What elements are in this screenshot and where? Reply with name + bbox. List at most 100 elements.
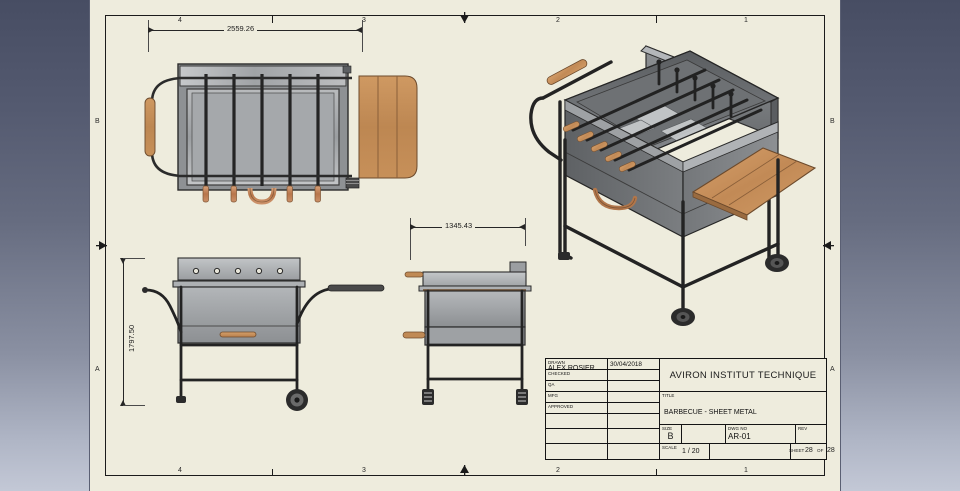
spit-rods: [571, 68, 763, 172]
tb-title-cell: TITLE BARBECUE - SHEET METAL: [660, 392, 826, 425]
tb-label-approved: APPROVED: [548, 404, 574, 409]
tb-row-approved-label: APPROVED: [546, 403, 608, 414]
se-body-upper: [424, 290, 526, 328]
foot-left: [558, 252, 570, 260]
zone-label-top-3: 3: [362, 17, 367, 24]
tb-value-dwg-no: AR-01: [728, 432, 751, 441]
center-mark-right-icon: [823, 241, 834, 250]
drawing-sheet[interactable]: 4 3 2 1 4 3 2 1 B A B A: [90, 0, 840, 491]
frame-rails: [178, 76, 352, 178]
tb-value-size: B: [667, 431, 674, 441]
latch-tab: [342, 65, 352, 74]
zone-label-right-B: B: [830, 118, 835, 125]
fe-drawer-handle: [219, 331, 257, 338]
center-mark-left-icon: [96, 241, 107, 250]
tb-label-title: TITLE: [662, 393, 675, 398]
tb-label-size: SIZE: [662, 426, 673, 431]
tb-value-scale: 1 / 20: [682, 448, 700, 455]
zone-label-bottom-3: 3: [362, 467, 367, 474]
fe-push-handle: [144, 288, 183, 334]
wood-side-shelf: [691, 147, 817, 221]
fe-skewer-holes: [192, 267, 284, 275]
spit-post-knobs: [656, 59, 734, 97]
se-top-rail: [422, 271, 527, 287]
center-mark-top-icon: [460, 12, 469, 23]
wheel-rear: [765, 254, 789, 272]
se-drawer-handle: [402, 331, 426, 339]
tb-row-approved-date: [608, 403, 660, 414]
tb-label-sheet: SHEET: [789, 448, 805, 453]
zone-label-top-2: 2: [556, 17, 561, 24]
zone-label-bottom-2: 2: [556, 467, 561, 474]
dimension-overall-height-text: 1797.50: [127, 321, 136, 355]
tb-row-blank-1-value: [608, 414, 660, 429]
tb-label-scale: SCALE: [662, 445, 677, 450]
skewer-rods: [204, 74, 320, 186]
tb-row-blank-1-label: [546, 414, 608, 429]
tb-value-title: BARBECUE - SHEET METAL: [664, 409, 757, 416]
tb-row-checked-label: CHECKED: [546, 370, 608, 381]
tb-company-cell: AVIRON INSTITUT TECHNIQUE: [660, 359, 826, 392]
tb-label-drawn: DRAWN: [548, 360, 565, 365]
tb-label-rev: REV: [798, 426, 808, 431]
push-handle: [529, 60, 613, 162]
spit-wood-handles: [563, 121, 636, 172]
tb-company-name: AVIRON INSTITUT TECHNIQUE: [669, 370, 817, 381]
zone-tick-bottom-1: [272, 469, 273, 476]
fe-shelf-bar: [327, 284, 385, 292]
wheel-front: [671, 308, 695, 326]
fe-legs: [179, 285, 299, 402]
top-plan-view[interactable]: [140, 52, 430, 205]
tb-row-drawn-label: DRAWN ALEX ROSIER: [546, 359, 608, 372]
tb-row-qa-label: QA: [546, 381, 608, 392]
push-handle-grip: [546, 59, 588, 85]
tb-dwgno-cell: DWG NO AR-01: [726, 425, 796, 444]
tb-row-blank-2-label: [546, 429, 608, 444]
se-legs: [426, 289, 524, 395]
wood-handle-grip: [144, 97, 156, 157]
tb-label-mfg: MFG: [548, 393, 559, 398]
zone-label-left-B: B: [95, 118, 100, 125]
dimension-overall-width-text: 2559.26: [224, 24, 258, 33]
front-elevation-view[interactable]: [140, 248, 430, 413]
tb-value-drawn-name: ALEX ROSIER: [548, 364, 595, 372]
zone-label-bottom-4: 4: [178, 467, 183, 474]
fe-wheel: [286, 389, 308, 411]
se-body-lower: [424, 326, 526, 346]
wood-side-table: [358, 75, 418, 179]
tb-value-drawn-date: 30/04/2018: [610, 361, 642, 368]
zone-tick-top-3: [656, 16, 657, 23]
zone-label-right-A: A: [830, 366, 835, 373]
tb-row-blank-3-label: [546, 444, 608, 459]
zone-label-top-4: 4: [178, 17, 183, 24]
tb-row-qa-date: [608, 381, 660, 392]
tb-label-checked: CHECKED: [548, 371, 571, 376]
zone-label-bottom-1: 1: [744, 467, 749, 474]
skewer-handles: [202, 185, 321, 205]
cart-legs: [563, 138, 780, 320]
isometric-view[interactable]: [515, 40, 835, 326]
zone-label-top-1: 1: [744, 17, 749, 24]
tb-label-qa: QA: [548, 382, 555, 387]
tb-sheet-cell: SHEET 28 OF 28: [789, 444, 835, 459]
tb-row-blank-3-value: [608, 444, 660, 459]
center-mark-bottom-icon: [460, 465, 469, 476]
tb-size-cell: SIZE B: [660, 425, 682, 444]
tb-rev-cell: REV: [796, 425, 826, 444]
zone-tick-bottom-3: [656, 469, 657, 476]
tb-row-mfg-label: MFG: [546, 392, 608, 403]
se-caster-left: [422, 389, 434, 405]
dimension-depth-text: 1345.43: [442, 221, 476, 230]
tb-row-blank-2-value: [608, 429, 660, 444]
tb-row-checked-date: [608, 370, 660, 381]
tb-label-dwg-no: DWG NO: [728, 426, 748, 431]
fe-shelf-arm: [295, 287, 332, 326]
fe-handle-cap: [142, 287, 148, 293]
side-elevation-view[interactable]: [395, 248, 575, 413]
tb-label-sheet-of: OF: [817, 448, 824, 453]
tb-scale-cell: SCALE 1 / 20: [660, 444, 710, 459]
tb-value-sheet-number: 28: [805, 446, 813, 454]
tb-scale-blank-cell: [710, 444, 791, 459]
tb-row-mfg-date: [608, 392, 660, 403]
title-block[interactable]: DRAWN ALEX ROSIER 30/04/2018 CHECKED QA …: [545, 358, 835, 460]
